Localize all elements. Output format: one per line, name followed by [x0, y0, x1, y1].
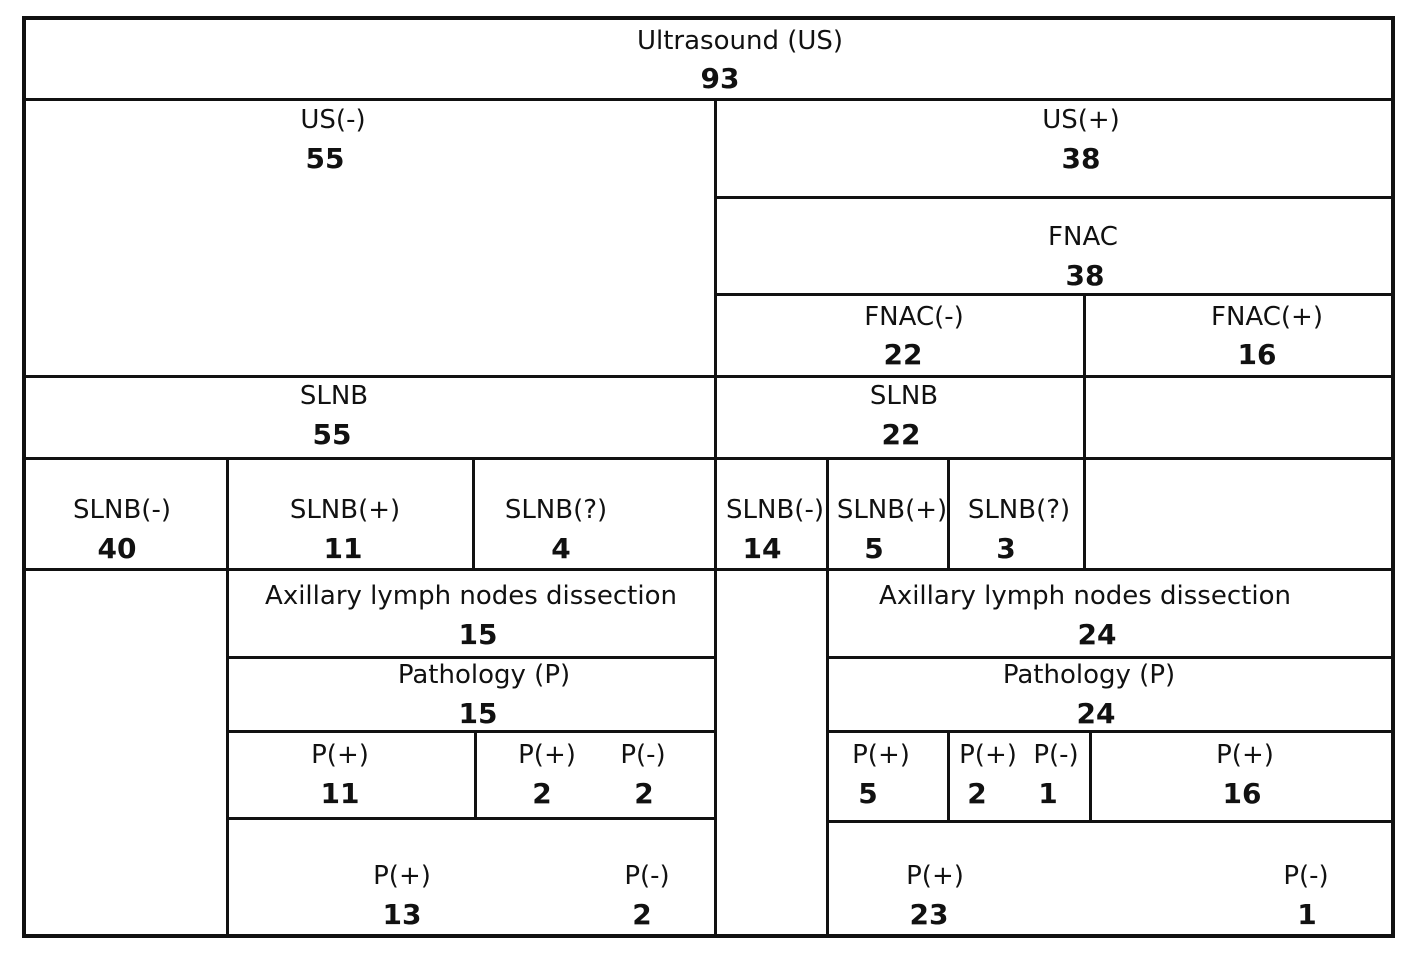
fnac-positive-count: 16	[1237, 338, 1277, 371]
right-p1-count: 5	[858, 777, 878, 810]
left-total-positive-label: P(+)	[373, 861, 431, 891]
right-slnb-negative-label: SLNB(-)	[726, 495, 824, 525]
left-alnd-label: Axillary lymph nodes dissection	[265, 581, 677, 611]
left-slnb-positive-label: SLNB(+)	[289, 495, 401, 525]
right-slnb-positive-count: 5	[864, 532, 884, 565]
right-slnb-uncertain-label: SLNB(?)	[967, 495, 1071, 525]
left-p1-count: 11	[320, 777, 360, 810]
left-alnd-count: 15	[458, 618, 498, 651]
left-p2-label: P(+)	[518, 740, 576, 770]
right-p3-label: P(-)	[1033, 740, 1079, 770]
fnac-positive-label: FNAC(+)	[1211, 302, 1323, 332]
right-alnd-label: Axillary lymph nodes dissection	[879, 581, 1291, 611]
slnb-right-label: SLNB	[869, 381, 939, 411]
left-total-negative-count: 2	[632, 898, 652, 931]
us-positive-count: 38	[1061, 142, 1101, 175]
slnb-left-count: 55	[312, 418, 352, 451]
right-alnd-count: 24	[1077, 618, 1117, 651]
us-negative-count: 55	[305, 142, 345, 175]
right-p2-label: P(+)	[959, 740, 1017, 770]
left-slnb-uncertain-label: SLNB(?)	[504, 495, 608, 525]
ultrasound-label: Ultrasound (US)	[636, 26, 844, 56]
right-slnb-uncertain-count: 3	[996, 532, 1016, 565]
right-p4-count: 16	[1222, 777, 1262, 810]
left-pathology-label: Pathology (P)	[397, 660, 571, 690]
right-total-positive-count: 23	[909, 898, 949, 931]
left-p1-label: P(+)	[311, 740, 369, 770]
slnb-left-label: SLNB	[299, 381, 369, 411]
left-pathology-count: 15	[458, 697, 498, 730]
right-total-negative-label: P(-)	[1283, 861, 1329, 891]
right-p4-label: P(+)	[1216, 740, 1274, 770]
slnb-right-count: 22	[881, 418, 921, 451]
left-total-positive-count: 13	[382, 898, 422, 931]
fnac-label: FNAC	[1048, 222, 1118, 252]
left-slnb-positive-count: 11	[323, 532, 363, 565]
right-pathology-count: 24	[1076, 697, 1116, 730]
right-slnb-positive-label: SLNB(+)	[836, 495, 948, 525]
right-p3-count: 1	[1038, 777, 1058, 810]
us-positive-label: US(+)	[1042, 105, 1120, 135]
left-p2-count: 2	[532, 777, 552, 810]
left-p3-count: 2	[634, 777, 654, 810]
fnac-count: 38	[1065, 259, 1105, 292]
left-slnb-negative-label: SLNB(-)	[73, 495, 171, 525]
left-p3-label: P(-)	[620, 740, 666, 770]
us-negative-label: US(-)	[300, 105, 366, 135]
fnac-negative-count: 22	[883, 338, 923, 371]
right-pathology-label: Pathology (P)	[1002, 660, 1176, 690]
right-p2-count: 2	[967, 777, 987, 810]
diagram-frame	[22, 16, 1395, 938]
right-slnb-negative-count: 14	[742, 532, 782, 565]
fnac-negative-label: FNAC(-)	[864, 302, 964, 332]
left-slnb-uncertain-count: 4	[551, 532, 571, 565]
ultrasound-count: 93	[700, 62, 740, 95]
right-total-positive-label: P(+)	[906, 861, 964, 891]
left-slnb-negative-count: 40	[97, 532, 137, 565]
right-p1-label: P(+)	[852, 740, 910, 770]
left-total-negative-label: P(-)	[624, 861, 670, 891]
right-total-negative-count: 1	[1297, 898, 1317, 931]
